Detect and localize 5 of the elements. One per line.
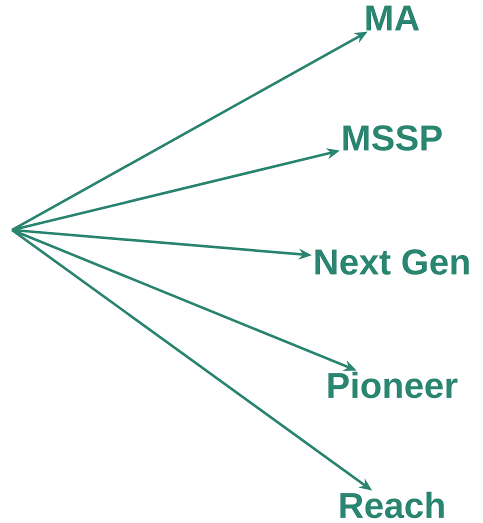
option-label: MSSP [343,125,442,151]
option-label: Reach [340,492,444,518]
option-label: Pioneer [328,372,458,398]
option-label: Next Gen [315,249,469,275]
option-label: MA [366,6,420,30]
